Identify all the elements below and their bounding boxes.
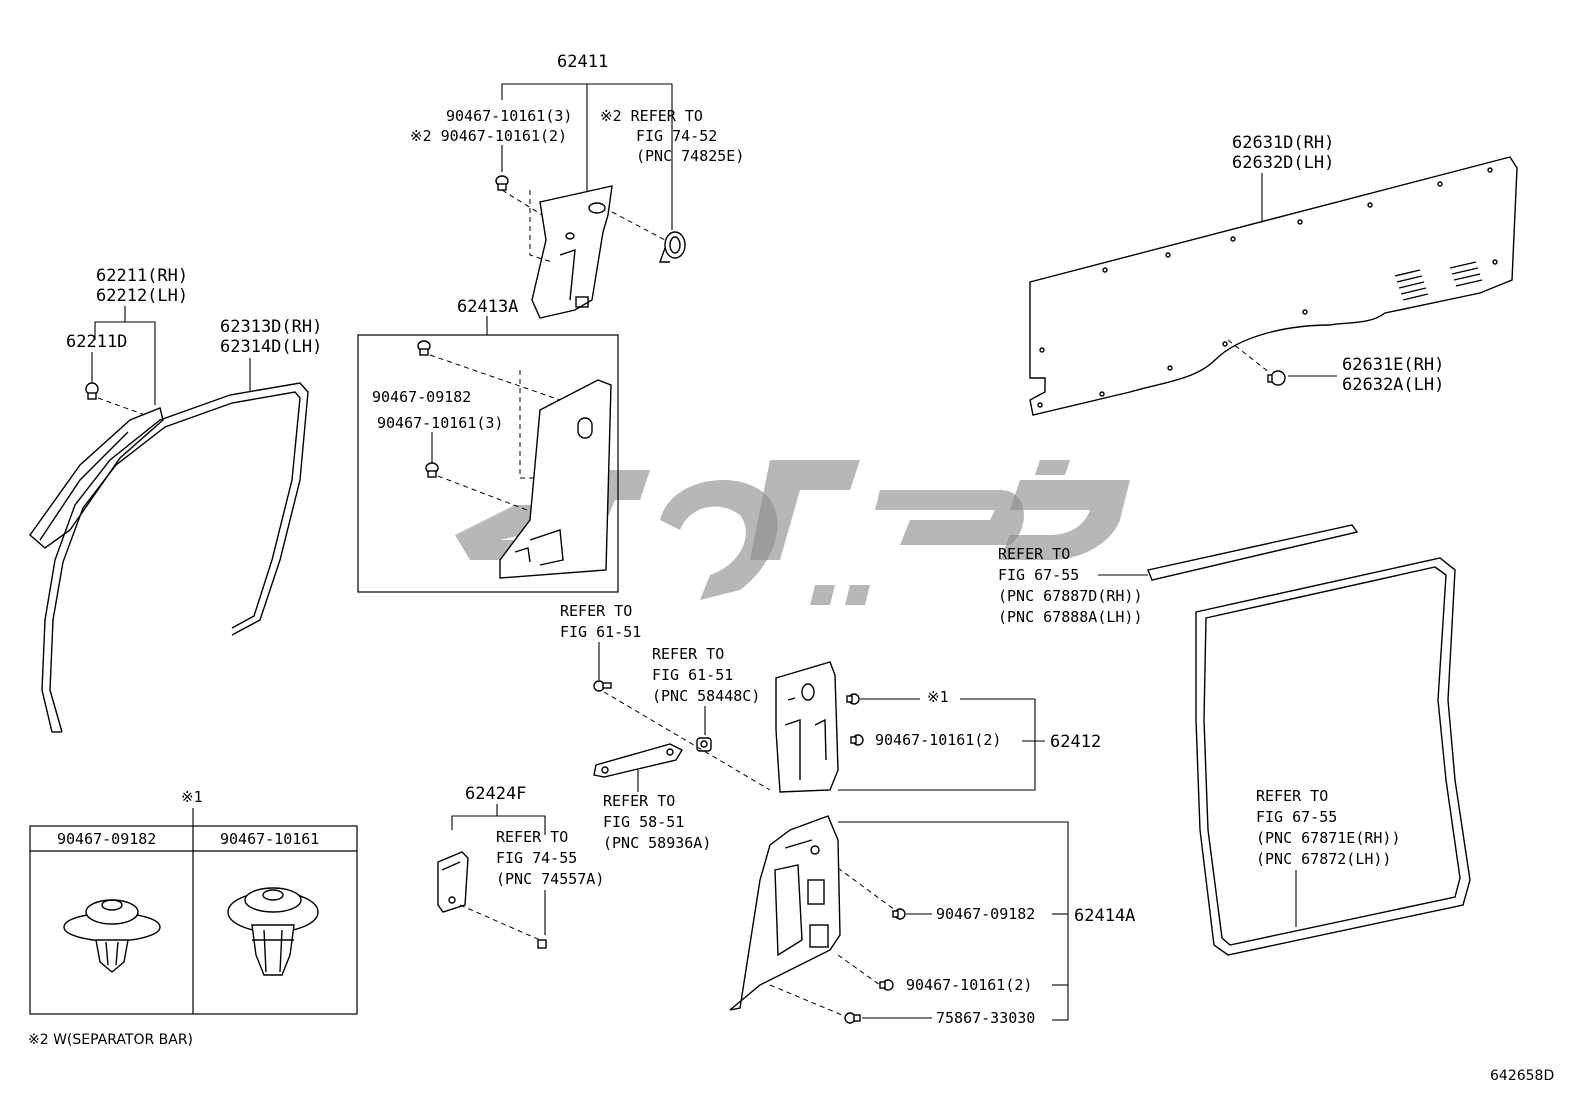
label-refer-74-52-l1: ※2 REFER TO (600, 107, 703, 125)
diagram-id: 642658D (1490, 1068, 1554, 1084)
group-62413a: 62413A 90467-09182 90467-10161(3) (357, 297, 619, 593)
label-refer-58-51-l1: REFER TO (603, 792, 675, 810)
label-refer-61-51-l2: FIG 61-51 (560, 623, 641, 641)
label-90467-10161-3-box: 90467-10161(3) (377, 414, 503, 432)
slide-door-weatherstrip (1195, 557, 1471, 956)
label-90467-10161-2-mid: 90467-10161(2) (875, 731, 1001, 749)
label-refer-67-55-a-l4: (PNC 67888A(LH)) (998, 608, 1143, 626)
label-refer-61-51b-l2: FIG 61-51 (652, 666, 733, 684)
clip-icon (879, 979, 894, 991)
label-refer-74-55-l1: REFER TO (496, 828, 568, 846)
label-62413a: 62413A (457, 297, 518, 317)
label-90467-09182-box: 90467-09182 (372, 388, 471, 406)
group-62211: 62211(RH) 62212(LH) 62211D 62313D(RH) 62… (29, 266, 322, 733)
label-refer-67-55-a-l3: (PNC 67887D(RH)) (998, 587, 1143, 605)
label-62211-rh: 62211(RH) (96, 266, 188, 286)
pillar-panel-62413a (499, 379, 612, 579)
label-refer-58-51-l3: (PNC 58936A) (603, 834, 711, 852)
bolt-icon (844, 1012, 861, 1024)
anchor-bar-58936a (593, 743, 683, 778)
label-62313d-rh: 62313D(RH) (220, 317, 322, 337)
clip-90467-10161-icon (227, 887, 319, 976)
label-refer-61-51b-l1: REFER TO (652, 645, 724, 663)
group-ref-67-55-a: REFER TO FIG 67-55 (PNC 67887D(RH)) (PNC… (998, 524, 1471, 956)
label-refer-67-55-b-l1: REFER TO (1256, 787, 1328, 805)
clip-icon (892, 908, 906, 920)
label-refer-61-51b-l3: (PNC 58448C) (652, 687, 760, 705)
group-62631d: 62631D(RH) 62632D(LH) (1029, 133, 1518, 416)
watermark-logo (455, 460, 1130, 605)
table-header-90467-09182: 90467-09182 (57, 830, 156, 848)
label-62631e-rh: 62631E(RH) (1342, 355, 1444, 375)
clip-icon (417, 340, 431, 356)
label-62411: 62411 (557, 52, 608, 72)
label-refer-67-55-b-l3: (PNC 67871E(RH)) (1256, 829, 1401, 847)
label-note-1-table: ※1 (181, 788, 203, 806)
label-refer-74-52-l3: (PNC 74825E) (636, 147, 744, 165)
label-note-1-top: ※1 (927, 688, 949, 706)
label-62632d-lh: 62632D(LH) (1232, 153, 1334, 173)
table-header-90467-10161: 90467-10161 (220, 830, 319, 848)
label-refer-67-55-b-l4: (PNC 67872(LH)) (1256, 850, 1391, 868)
label-62414a: 62414A (1074, 906, 1135, 926)
window-strip-icon (1147, 524, 1359, 581)
clip-icon (846, 693, 860, 705)
quarter-trim-62414a (729, 815, 841, 1011)
label-62212-lh: 62212(LH) (96, 286, 188, 306)
clip-icon (425, 462, 439, 478)
clip-icon (850, 734, 864, 746)
label-90467-10161-2-top: ※2 90467-10161(2) (410, 127, 567, 145)
label-refer-61-51-l1: REFER TO (560, 602, 632, 620)
label-75867-33030: 75867-33030 (936, 1009, 1035, 1027)
clip-90467-09182-icon (63, 899, 161, 973)
group-62412: REFER TO FIG 61-51 REFER TO FIG 61-51 (P… (560, 602, 1101, 852)
clip-reference-table: ※1 90467-09182 90467-10161 (29, 788, 358, 1015)
group-62411: 62411 90467-10161(3) ※2 90467-10161(2) ※… (410, 52, 744, 319)
label-90467-10161-3-top: 90467-10161(3) (446, 107, 572, 125)
quarter-trim-panel-62631d (1029, 156, 1518, 416)
label-refer-67-55-a-l2: FIG 67-55 (998, 566, 1079, 584)
label-62412: 62412 (1050, 732, 1101, 752)
callout-box-62413a (357, 334, 619, 593)
clip-icon (85, 382, 99, 400)
clip-icon (1267, 370, 1286, 386)
vent-grille-icon (1394, 261, 1483, 301)
footnote-separator-bar: ※2 W(SEPARATOR BAR) (28, 1032, 193, 1048)
label-refer-67-55-b-l2: FIG 67-55 (1256, 808, 1337, 826)
door-weatherstrip-62313d (41, 382, 309, 733)
group-62424f: 62424F REFER TO FIG 74-55 (PNC 74557A) (437, 784, 604, 949)
label-62424f: 62424F (465, 784, 526, 804)
group-62414a: 90467-09182 62414A 90467-10161(2) 75867-… (729, 815, 1135, 1027)
label-62314d-lh: 62314D(LH) (220, 337, 322, 357)
label-62632a-lh: 62632A(LH) (1342, 375, 1444, 395)
label-refer-67-55-a-l1: REFER TO (998, 545, 1070, 563)
label-62211d: 62211D (66, 332, 127, 352)
pillar-trim-62412 (775, 661, 839, 793)
label-refer-74-55-l3: (PNC 74557A) (496, 870, 604, 888)
label-62631d-rh: 62631D(RH) (1232, 133, 1334, 153)
nut-icon (696, 737, 712, 752)
label-90467-09182-low: 90467-09182 (936, 905, 1035, 923)
cover-62424f (437, 851, 469, 913)
bolt-icon (593, 680, 612, 692)
label-refer-58-51-l2: FIG 58-51 (603, 813, 684, 831)
label-refer-74-52-l2: FIG 74-52 (636, 127, 717, 145)
separator-clip-icon (659, 231, 686, 263)
clip-icon (537, 939, 547, 949)
clip-icon (495, 175, 509, 191)
label-refer-74-55-l2: FIG 74-55 (496, 849, 577, 867)
pillar-trim-62411 (531, 185, 613, 319)
label-90467-10161-2-low: 90467-10161(2) (906, 976, 1032, 994)
